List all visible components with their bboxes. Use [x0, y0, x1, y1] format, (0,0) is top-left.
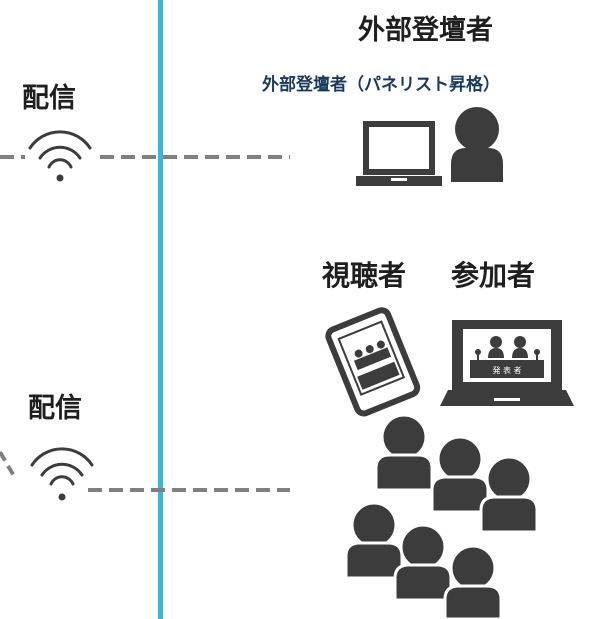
person-icon — [479, 455, 539, 534]
smartphone-icon — [325, 307, 421, 417]
person-icon — [451, 107, 503, 182]
connection-line-bottom-stub — [0, 450, 16, 478]
video-conference-laptop-icon — [440, 320, 574, 406]
external-speaker-subtitle: 外部登壇者（パネリスト昇格） — [262, 75, 500, 95]
distribution-label-bottom: 配信 — [28, 393, 82, 424]
audience-group-icon — [344, 413, 539, 619]
viewer-label: 視聴者 — [322, 259, 407, 292]
wifi-icon — [28, 130, 92, 182]
laptop-icon — [356, 121, 442, 186]
person-icon — [344, 501, 404, 580]
participant-label: 参加者 — [451, 259, 536, 292]
vertical-divider — [158, 0, 163, 619]
distribution-label-top: 配信 — [22, 83, 76, 114]
person-icon — [374, 413, 434, 492]
person-icon — [393, 523, 453, 602]
wifi-icon — [30, 447, 94, 501]
person-icon — [430, 435, 490, 514]
screen-caption: 発 表 者 — [492, 365, 521, 375]
person-icon — [443, 544, 503, 619]
external-speaker-title: 外部登壇者 — [358, 15, 493, 46]
